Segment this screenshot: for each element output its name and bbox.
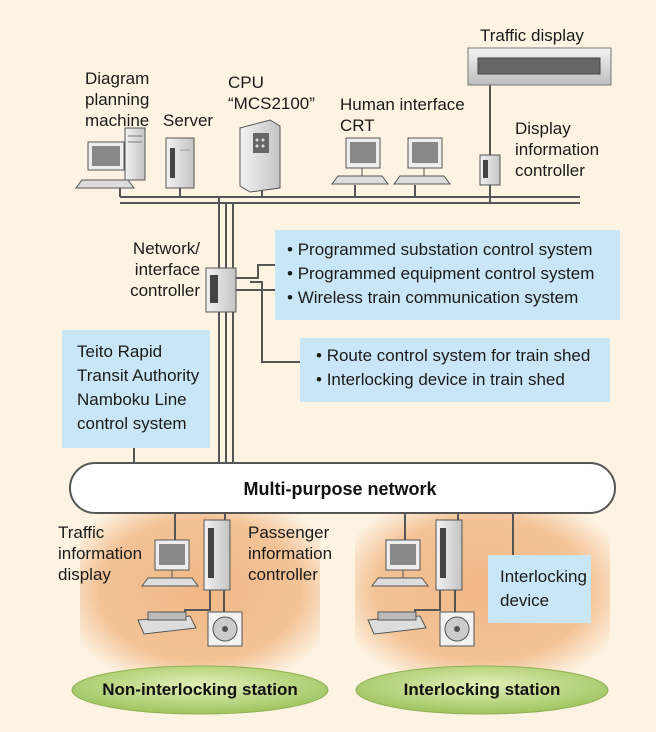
label-line: Traffic — [58, 523, 105, 542]
label-line: machine — [85, 111, 150, 130]
teito-line: Transit Authority — [77, 366, 200, 385]
teito-line: control system — [77, 414, 187, 433]
systems-box: Programmed substation control system Pro… — [275, 230, 620, 320]
label-line: planning — [85, 90, 150, 109]
non-interlocking-station-label: Non-interlocking station — [102, 680, 298, 699]
label-line: display — [58, 565, 111, 584]
label-line: controller — [130, 281, 200, 300]
multipurpose-network-ring — [69, 462, 616, 514]
passenger-information-controller-icon — [203, 519, 231, 591]
label-line: controller — [248, 565, 318, 584]
label-line: device — [500, 591, 550, 610]
station-monitor-icon — [371, 539, 429, 587]
label-line: information — [58, 544, 143, 563]
branch-to-shed — [250, 281, 300, 363]
network-interface-controller-icon — [205, 267, 237, 313]
label-line: Interlocking — [500, 567, 587, 586]
teito-line: Teito Rapid — [77, 342, 163, 361]
cpu-label: CPU “MCS2100” — [228, 72, 315, 114]
disc-drive-icon — [207, 611, 243, 647]
station-controller-icon — [435, 519, 463, 591]
train-shed-box: Route control system for train shed Inte… — [300, 338, 610, 402]
multipurpose-network-label: Multi-purpose network — [243, 479, 437, 499]
traffic-display-label: Traffic display — [480, 26, 584, 45]
non-interlocking-station-ellipse — [71, 665, 329, 715]
traffic-information-display-monitor-icon — [141, 539, 199, 587]
server-label: Server — [163, 111, 214, 130]
interlocking-station-ellipse — [355, 665, 609, 715]
branch-to-systems — [234, 264, 275, 279]
network-interface-controller-label: Network/ interface controller — [128, 238, 200, 301]
traffic-information-display-label: Traffic information display — [58, 522, 142, 585]
label-line: CRT — [340, 116, 375, 135]
interlocking-device-box: Interlocking device — [488, 555, 591, 623]
label-line: interface — [134, 260, 200, 279]
controller-unit-icon — [479, 154, 501, 186]
traffic-display-panel-icon — [467, 47, 612, 86]
disc-drive-icon-2 — [439, 611, 475, 647]
label-line: Passenger — [248, 523, 330, 542]
label-line: controller — [515, 161, 585, 180]
diagram-planning-machine-label: Diagram planning machine — [85, 68, 149, 131]
printer-icon — [137, 611, 197, 635]
cpu-mcs2100-icon — [239, 119, 281, 193]
teito-line: Namboku Line — [77, 390, 187, 409]
systems-item: Programmed substation control system — [287, 238, 620, 262]
label-line: “MCS2100” — [228, 94, 315, 113]
passenger-information-controller-label: Passenger information controller — [248, 522, 332, 585]
crt-monitor-icon-2 — [393, 137, 451, 185]
teito-control-system-box: Teito Rapid Transit Authority Namboku Li… — [62, 330, 210, 448]
crt-monitor-icon — [331, 137, 389, 185]
systems-item: Programmed equipment control system — [287, 262, 620, 286]
human-interface-crt-label: Human interface CRT — [340, 94, 465, 136]
display-information-controller-label: Display information controller — [515, 118, 599, 181]
label-line: Network/ — [132, 239, 200, 258]
interlocking-station-label: Interlocking station — [403, 680, 561, 699]
desktop-computer-icon — [75, 127, 146, 189]
shed-item: Route control system for train shed — [316, 344, 610, 368]
printer-icon-2 — [367, 611, 427, 635]
label-line: Display — [515, 119, 571, 138]
label-line: information — [515, 140, 600, 159]
label-line: Diagram — [85, 69, 150, 88]
label-line: information — [248, 544, 333, 563]
shed-item: Interlocking device in train shed — [316, 368, 610, 392]
tower-server-icon — [165, 137, 195, 189]
label-line: Human interface — [340, 95, 465, 114]
non-interlocking-station-zone — [80, 505, 320, 675]
label-line: CPU — [228, 73, 264, 92]
systems-item: Wireless train communication system — [287, 286, 620, 310]
